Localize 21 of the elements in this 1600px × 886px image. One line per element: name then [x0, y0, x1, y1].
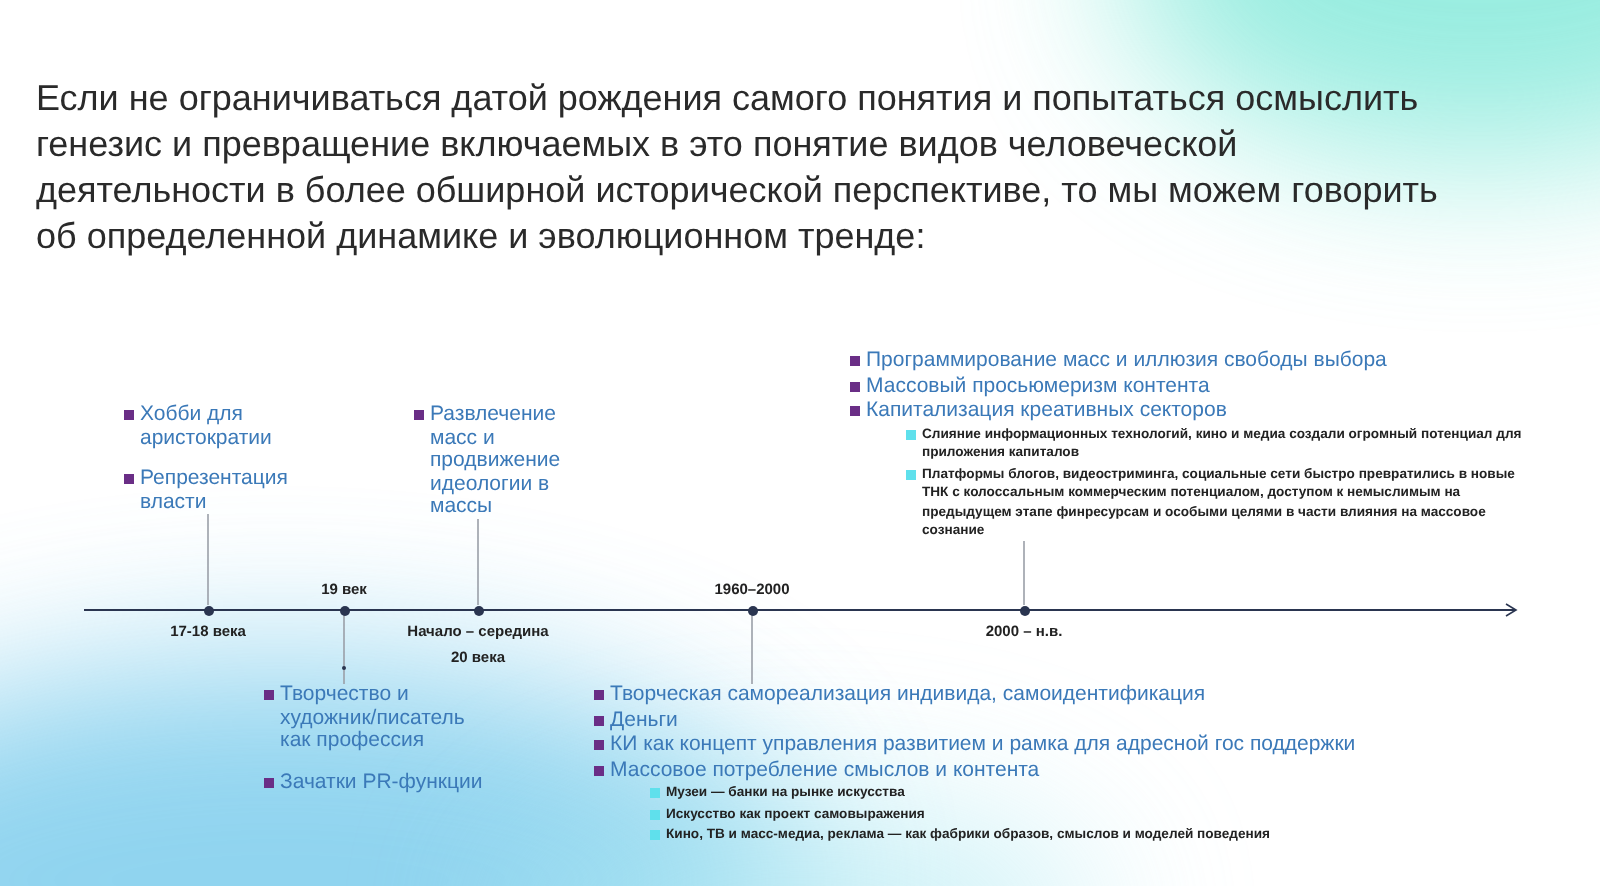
leader-line — [477, 518, 479, 606]
timeline-dot — [747, 605, 757, 615]
bullet-text: Зачатки PR-функции — [264, 771, 484, 794]
bullet-text: Творчество и художник/писатель как профессия — [264, 684, 484, 753]
heading: Если не ограничиваться датой рождения самого понятия и попытаться осмыслить генезис и превращение включаемых в это понятие видов человеческой деятельности в более обширной исторической перспективе, то мы можем говорить об определенной динамике и эволюционном тренде: — [36, 76, 1440, 260]
timeline-dot — [339, 605, 349, 615]
bullet-text: Творческая самореализация индивида, самоидентификация — [594, 684, 1434, 707]
leader-line — [343, 614, 345, 685]
bullet-text: КИ как концепт управления развитием и рамка для адресной гос поддержки — [594, 734, 1434, 757]
bullet-text: Хобби для аристократии — [124, 404, 324, 450]
leader-line — [207, 513, 209, 606]
bullet-text: Развлечение масс и продвижение идеологии в массы — [414, 404, 594, 519]
timeline-dot — [473, 605, 483, 615]
bullet-text: Капитализация креативных секторов — [850, 400, 1590, 423]
timeline-dot — [1019, 605, 1029, 615]
bullet-text: Репрезентация власти — [124, 468, 324, 514]
leader-line — [751, 614, 753, 685]
leader-line — [1023, 540, 1025, 606]
bullet-text: Массовый просьюмеризм контента — [850, 375, 1590, 398]
timeline-dot — [203, 605, 213, 615]
bullet-text: Программирование масс и иллюзия свободы выбора — [850, 350, 1590, 373]
